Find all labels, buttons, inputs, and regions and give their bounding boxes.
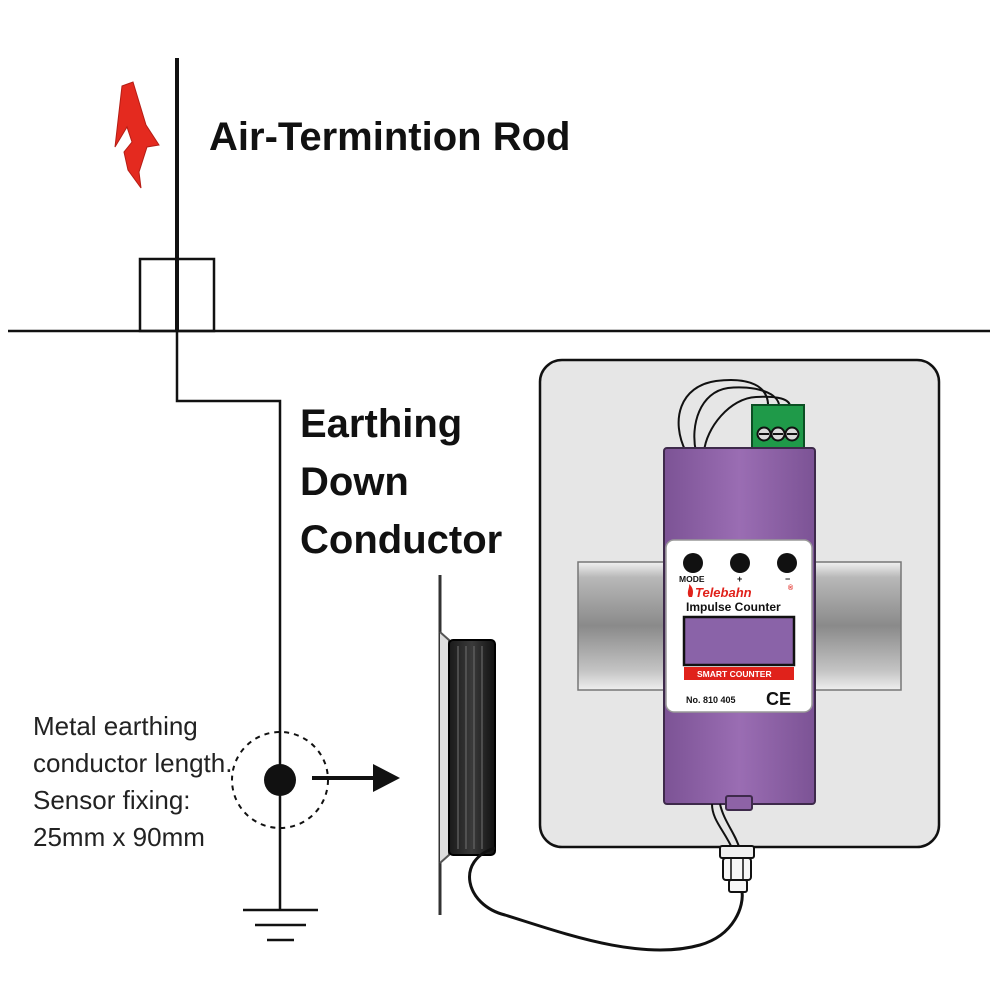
sensor-note-line-1: Metal earthing [33,711,198,741]
plus-button-label: + [737,574,742,584]
arrow-right-icon [373,764,400,792]
terminal-wires [677,379,792,453]
brand-registered-mark: ® [788,584,794,592]
sensor-body [448,639,496,856]
cable-gland [719,845,755,893]
lcd-display [682,615,796,667]
minus-button-label: − [785,574,790,584]
mode-button-label: MODE [679,574,705,584]
down-conductor-label: Earthing Down Conductor [300,402,502,562]
down-conductor-label-line-1: Earthing [300,402,462,446]
smart-counter-text: SMART COUNTER [697,669,772,679]
air-termination-rod-label: Air-Termintion Rod [209,115,570,159]
sensor-fixing-point [264,764,296,796]
model-name: Impulse Counter [686,600,781,614]
down-conductor-label-line-2: Down [300,460,409,504]
earthing-down-conductor [175,331,282,910]
sensor-clamp [438,575,496,915]
down-conductor-label-line-3: Conductor [300,518,502,562]
smart-counter-band [684,667,794,680]
mounting-tab [725,795,753,811]
minus-button[interactable] [777,553,797,573]
flame-icon [687,584,693,597]
earth-ground-icon [243,908,318,942]
mode-button[interactable] [683,553,703,573]
terminal-block [751,404,805,450]
sensor-cable [468,846,744,952]
sensor-note-line-2: conductor length. [33,748,232,778]
plus-button[interactable] [730,553,750,573]
lightning-bolt-icon [114,81,160,189]
ce-mark: CE [766,689,791,709]
sensor-note: Metal earthing conductor length. Sensor … [33,711,232,852]
part-number: No. 810 405 [686,695,736,705]
sensor-note-line-4: 25mm x 90mm [33,822,205,852]
sensor-note-line-3: Sensor fixing: [33,785,191,815]
brand-name: Telebahn [695,585,752,600]
